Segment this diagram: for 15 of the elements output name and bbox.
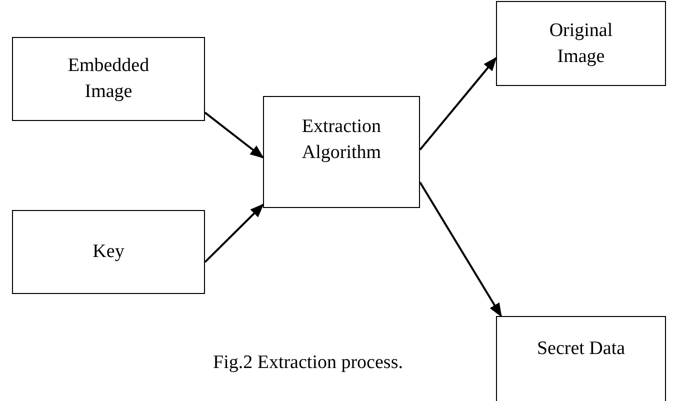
arrow bbox=[419, 182, 502, 318]
figure-caption: Fig.2 Extraction process. bbox=[213, 352, 403, 374]
process-box bbox=[496, 1, 666, 86]
arrow bbox=[419, 56, 497, 150]
arrow bbox=[204, 204, 264, 263]
box-label: Original Image bbox=[548, 18, 614, 68]
process-box bbox=[12, 210, 205, 294]
process-box bbox=[263, 96, 420, 208]
arrow bbox=[204, 112, 264, 158]
process-box bbox=[496, 316, 666, 401]
box-label: Secret Data bbox=[536, 337, 626, 361]
process-box bbox=[12, 37, 205, 121]
box-label: Extraction Algorithm bbox=[300, 115, 382, 165]
box-label: Key bbox=[92, 240, 126, 264]
box-label: Embedded Image bbox=[66, 54, 150, 104]
